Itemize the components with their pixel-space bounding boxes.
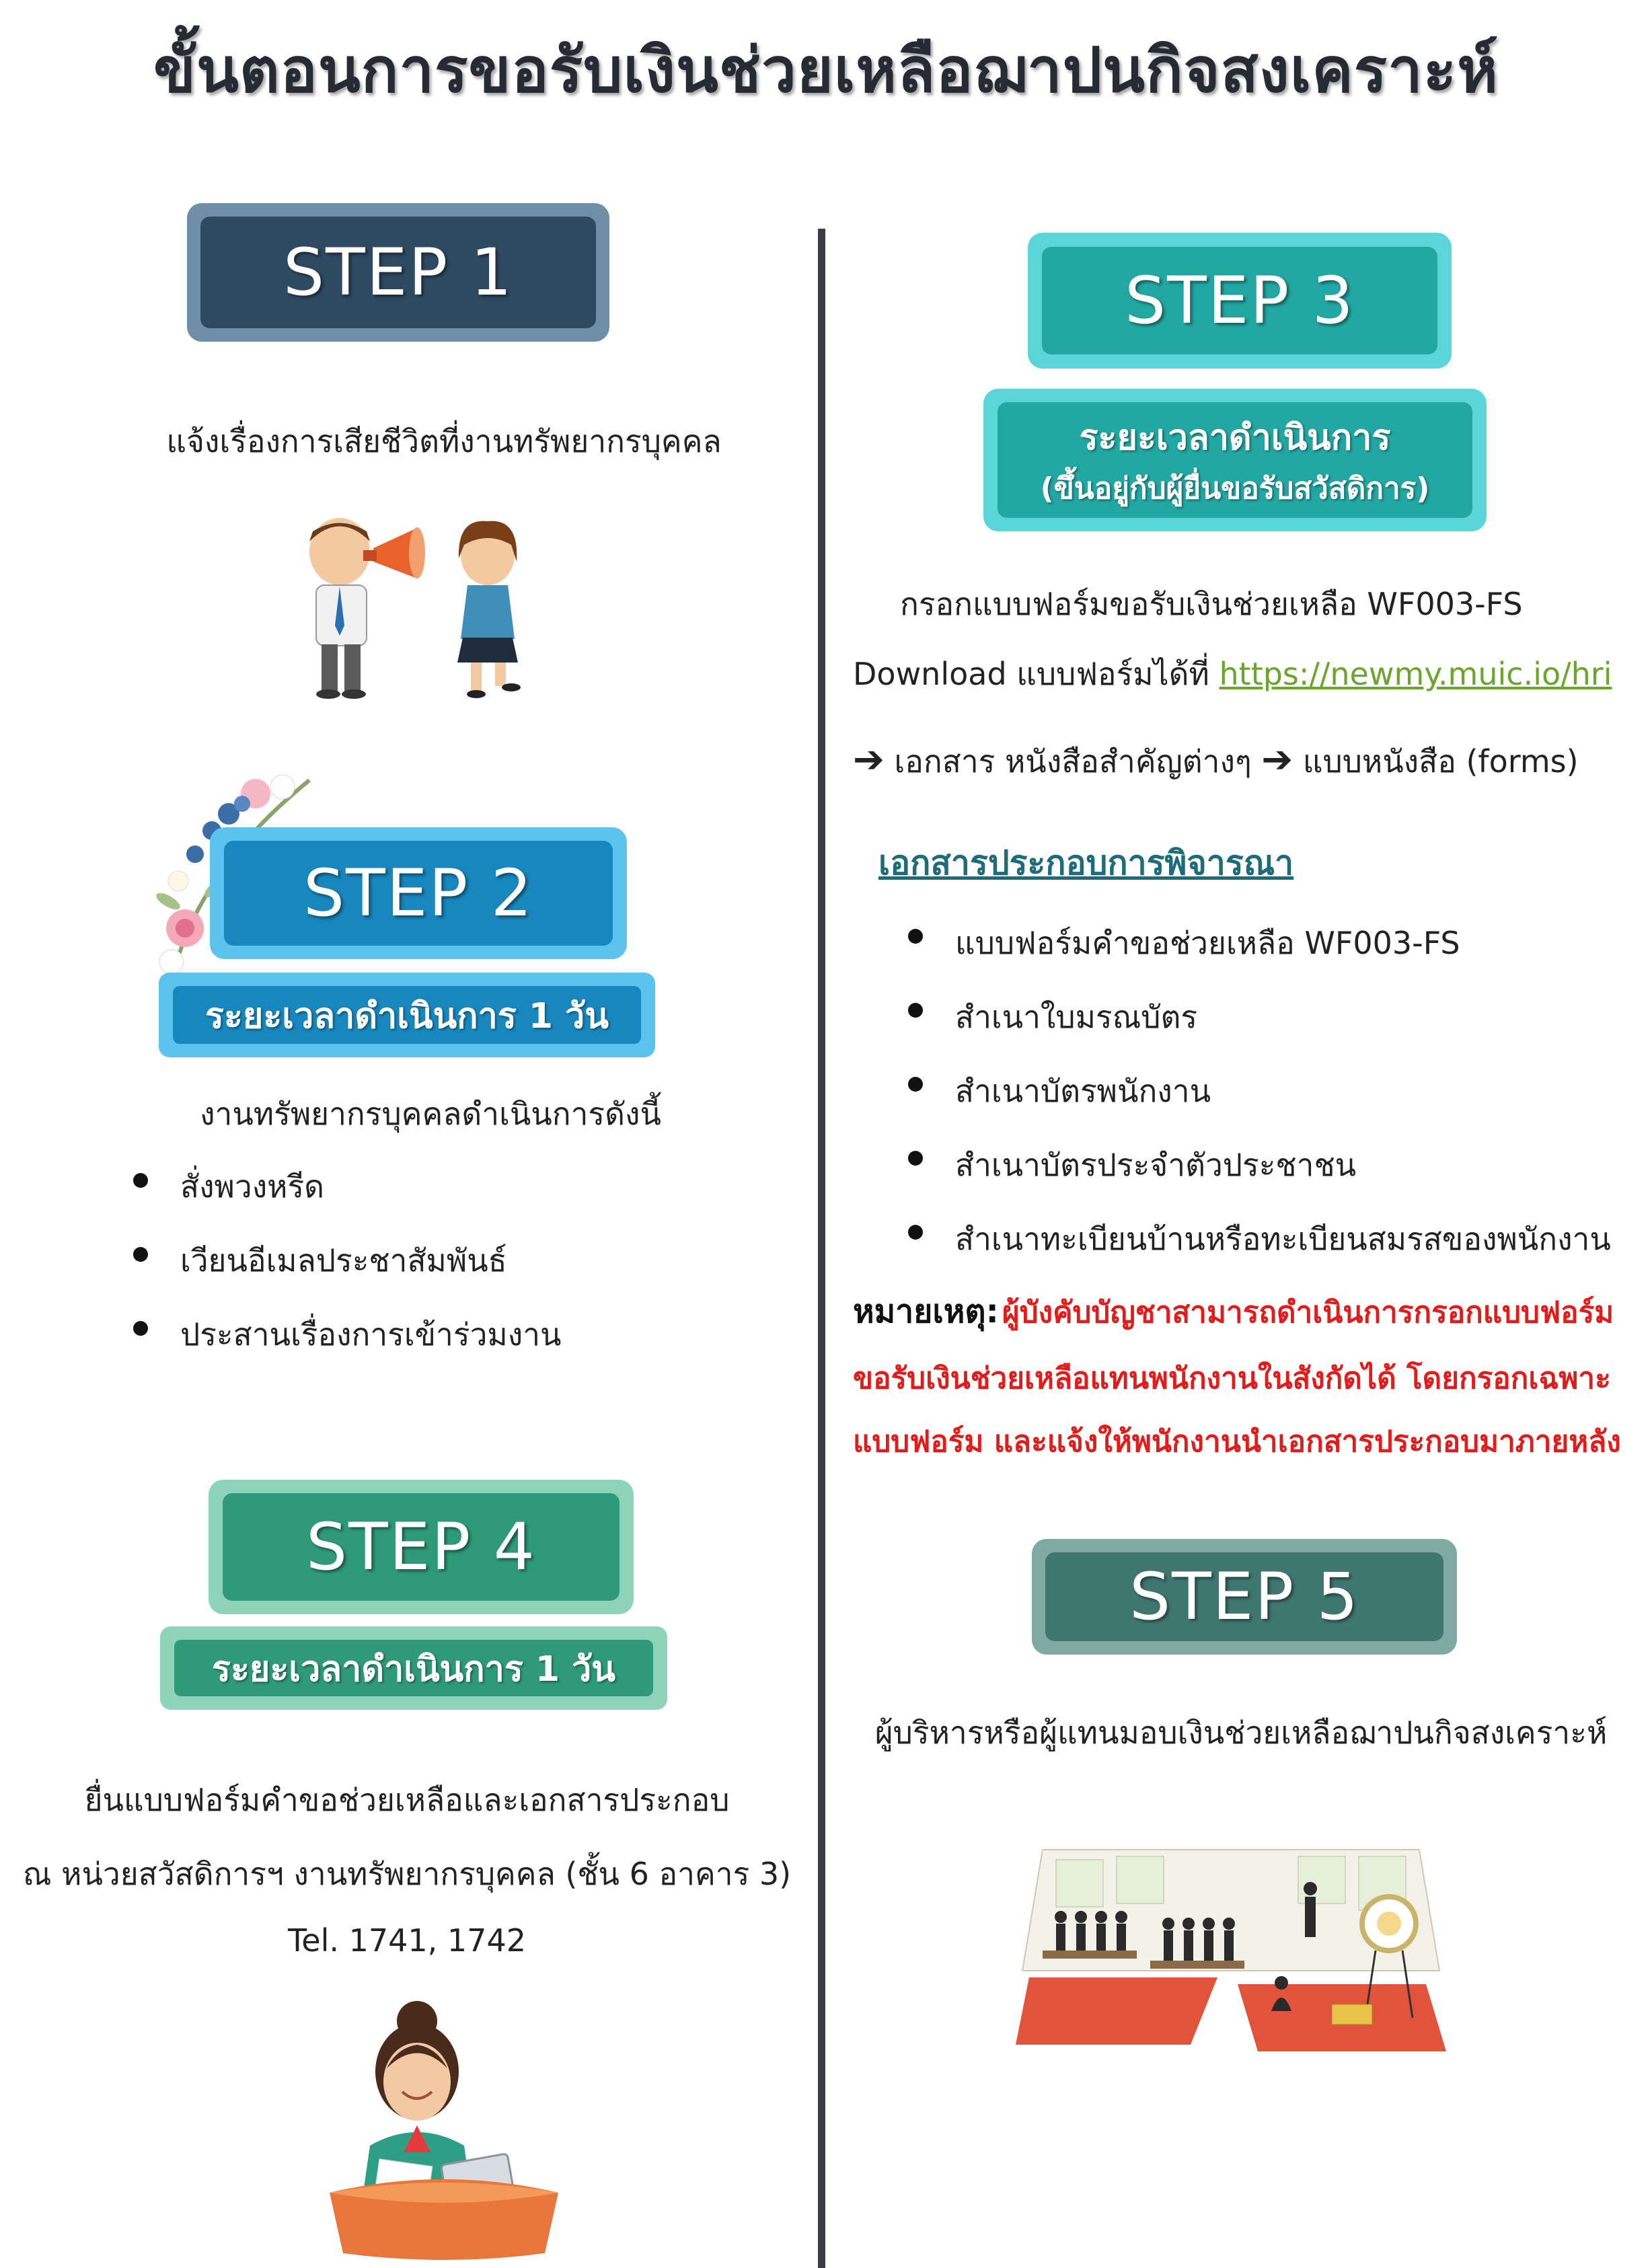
bullet <box>133 1321 148 1336</box>
step3-label: STEP 3 <box>1125 263 1355 338</box>
step4-phone: Tel. 1741, 1742 <box>288 1922 526 1959</box>
path-forms: แบบหนังสือ (forms) <box>1302 743 1579 780</box>
step4-line2: ณ หน่วยสวัสดิการฯ งานทรัพยากรบุคคล (ชั้น… <box>22 1856 792 1892</box>
step3-note-line3: แบบฟอร์ม และแจ้งให้พนักงานนำเอกสารประกอบ… <box>853 1425 1621 1459</box>
doc-item-4: สำเนาบัตรประจำตัวประชาชน <box>955 1147 1357 1183</box>
step3-form-text: กรอกแบบฟอร์มขอรับเงินช่วยเหลือ WF003-FS <box>900 586 1523 622</box>
doc-item-3: สำเนาบัตรพนักงาน <box>955 1073 1211 1109</box>
doc-item-5: สำเนาทะเบียนบ้านหรือทะเบียนสมรสของพนักงา… <box>955 1221 1611 1257</box>
path-documents: เอกสาร หนังสือสำคัญต่างๆ <box>894 743 1252 780</box>
doc-item-1: แบบฟอร์มคำขอช่วยเหลือ WF003-FS <box>955 925 1460 961</box>
arrow-right-icon: ➔ <box>853 738 885 782</box>
bullet <box>133 1247 148 1262</box>
step2-item-2: เวียนอีเมลประชาสัมพันธ์ <box>180 1242 507 1279</box>
step1-badge: STEP 1 <box>187 203 609 342</box>
bullet <box>133 1173 148 1188</box>
step4-label: STEP 4 <box>306 1509 536 1585</box>
download-link[interactable]: https://newmy.muic.io/hri <box>1219 656 1612 692</box>
step1-text: แจ้งเรื่องการเสียชีวิตที่งานทรัพยากรบุคค… <box>166 423 722 459</box>
step4-badge: STEP 4 <box>209 1480 634 1614</box>
step5-badge: STEP 5 <box>1032 1539 1457 1655</box>
receptionist-illustration <box>323 1991 565 2260</box>
step2-duration: ระยะเวลาดำเนินการ 1 วัน <box>205 995 609 1036</box>
step2-badge: STEP 2 <box>210 827 627 959</box>
step2-intro: งานทรัพยากรบุคคลดำเนินการดังนี้ <box>200 1096 661 1132</box>
step5-label: STEP 5 <box>1129 1559 1359 1634</box>
step3-duration-line1: ระยะเวลาดำเนินการ <box>1079 417 1391 458</box>
note-text-1: ผู้บังคับบัญชาสามารถดำเนินการกรอกแบบฟอร์… <box>1002 1295 1614 1330</box>
step2-duration-badge: ระยะเวลาดำเนินการ 1 วัน <box>159 973 655 1057</box>
step3-download-line: Download แบบฟอร์มได้ที่ https://newmy.mu… <box>853 650 1612 699</box>
column-divider <box>818 229 825 2268</box>
step1-label: STEP 1 <box>283 235 513 310</box>
people-megaphone-illustration <box>283 511 565 700</box>
step2-item-1: สั่งพวงหรีด <box>180 1168 325 1205</box>
step4-line1: ยื่นแบบฟอร์มคำขอช่วยเหลือและเอกสารประกอบ <box>84 1782 730 1818</box>
download-prefix: Download แบบฟอร์มได้ที่ <box>853 656 1219 692</box>
step2-item-3: ประสานเรื่องการเข้าร่วมงาน <box>180 1316 562 1353</box>
bullet <box>908 1077 923 1092</box>
page-title: ขั้นตอนการขอรับเงินช่วยเหลือฌาปนกิจสงเคร… <box>153 34 1499 106</box>
step5-text: ผู้บริหารหรือผู้แทนมอบเงินช่วยเหลือฌาปนก… <box>874 1714 1608 1751</box>
step4-duration-badge: ระยะเวลาดำเนินการ 1 วัน <box>160 1626 667 1710</box>
bullet <box>908 1151 923 1166</box>
funeral-ceremony-illustration <box>1016 1823 1446 2065</box>
step3-note-line2: ขอรับเงินช่วยเหลือแทนพนักงานในสังกัดได้ … <box>853 1361 1611 1396</box>
step4-duration: ระยะเวลาดำเนินการ 1 วัน <box>212 1649 615 1690</box>
arrow-right-icon: ➔ <box>1261 738 1293 782</box>
step3-path-line: ➔ เอกสาร หนังสือสำคัญต่างๆ ➔ แบบหนังสือ … <box>853 737 1579 786</box>
note-label: หมายเหตุ: <box>853 1293 999 1330</box>
bullet <box>908 929 923 944</box>
step3-duration-badge: ระยะเวลาดำเนินการ (ขึ้นอยู่กับผู้ยื่นขอร… <box>983 389 1487 531</box>
bullet <box>908 1225 923 1240</box>
step3-badge: STEP 3 <box>1028 233 1452 369</box>
step3-note-line1: หมายเหตุ: ผู้บังคับบัญชาสามารถดำเนินการก… <box>853 1286 1614 1337</box>
bullet <box>908 1003 923 1018</box>
step2-label: STEP 2 <box>303 856 533 931</box>
doc-item-2: สำเนาใบมรณบัตร <box>955 999 1198 1035</box>
docs-heading: เอกสารประกอบการพิจารณา <box>878 843 1294 882</box>
step3-duration-line2: (ขึ้นอยู่กับผู้ยื่นขอรับสวัสดิการ) <box>1040 471 1430 506</box>
